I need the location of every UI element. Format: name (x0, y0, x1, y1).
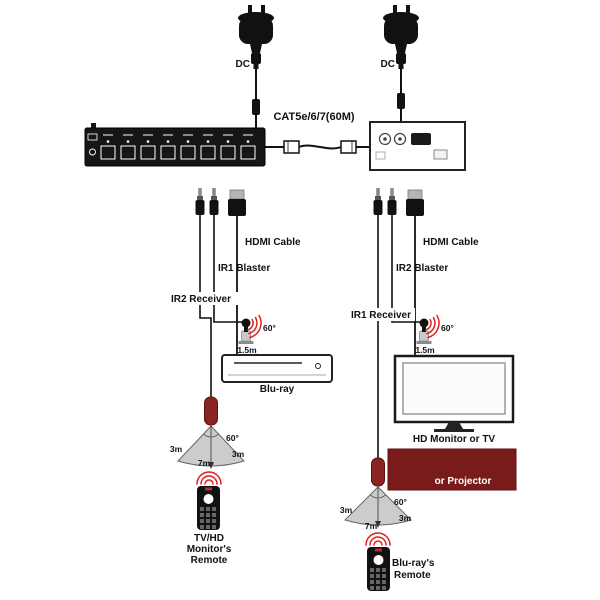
ir-receiver-head-right (371, 457, 385, 487)
blaster-distance-left: 1.5m (237, 345, 257, 355)
remote-right (367, 547, 390, 591)
ir-blaster-plug-right (387, 188, 397, 215)
hdmi-plug-left (228, 189, 246, 216)
label-bg (347, 308, 415, 321)
ir-blaster-wire-left (213, 215, 242, 323)
ir-blaster-wire-right (391, 215, 420, 323)
bluray-label: Blu-ray (260, 384, 295, 395)
ir-receiver-head-left (204, 396, 218, 426)
ir-signal-waves-right (365, 532, 391, 546)
receiver-unit (369, 121, 466, 171)
hdmi-cable-label-right: HDMI Cable (423, 237, 479, 248)
dc-label-left: DC (236, 59, 250, 70)
dc-label-right: DC (381, 59, 395, 70)
remote-left-label-3: Remote (191, 555, 228, 566)
cat-cable (265, 140, 370, 154)
transmitter-unit (84, 123, 266, 167)
cone-left-angle: 60° (226, 433, 239, 443)
ir-receiver-label-left: IR2 Receiver (171, 294, 231, 305)
dc-plug-left (252, 99, 260, 115)
ir-coverage-cone-left (177, 425, 245, 469)
receiver-aux-port (375, 151, 386, 160)
cone-left-range-right: 3m (232, 449, 245, 459)
transmitter-port-row (100, 134, 256, 160)
projector-panel (387, 448, 517, 491)
ir-coverage-cone-right (344, 486, 412, 528)
ir-signal-waves-left (196, 471, 222, 485)
ir-blaster-label-left: IR1 Blaster (218, 263, 270, 274)
blaster-distance-right: 1.5m (415, 345, 435, 355)
receiver-usb-port (433, 149, 448, 160)
remote-left (197, 486, 220, 530)
ir-receiver-wire-left (199, 215, 212, 397)
bluray-player (221, 354, 333, 383)
tv-monitor (393, 354, 515, 432)
cat-cable-label: CAT5e/6/7(60M) (273, 111, 354, 123)
remote-right-buttons (370, 568, 386, 590)
blaster-angle-right: 60° (441, 323, 454, 333)
remote-left-label-2: Monitor's (187, 544, 232, 555)
remote-left-label-1: TV/HD (194, 533, 224, 544)
power-adapter-left (238, 5, 274, 128)
labels: DC DC CAT5e/6/7(60M) HDMI Cable IR1 Blas… (165, 59, 495, 581)
transmitter-aux-port (87, 133, 98, 141)
cone-right-angle: 60° (394, 497, 407, 507)
dc-plug-right (397, 93, 405, 109)
label-bg (165, 292, 238, 305)
cone-right-range-mid: 7m (365, 521, 378, 531)
cone-right-range-right: 3m (399, 513, 412, 523)
cone-left-range-left: 3m (170, 444, 183, 454)
ir-receiver-label-right: IR1 Receiver (351, 310, 411, 321)
cone-left-range-mid: 7m (198, 458, 211, 468)
remote-right-label-2: Remote (394, 570, 431, 581)
ir-blaster-label-right: IR2 Blaster (396, 263, 448, 274)
rj45-connector-right (340, 140, 357, 154)
ir-blaster-emitter-right (416, 314, 440, 344)
remote-left-buttons (200, 507, 216, 529)
receiver-hdmi-port (411, 133, 431, 145)
power-adapter-right (383, 5, 419, 122)
hdmi-plug-right (406, 189, 424, 216)
projector-label: or Projector (435, 476, 492, 487)
cone-right-range-left: 3m (340, 505, 353, 515)
ir-receiver-plug-right (373, 188, 383, 215)
transmitter-usb-port (89, 148, 96, 156)
tv-label: HD Monitor or TV (413, 434, 496, 445)
ir-receiver-plug-left (195, 188, 205, 215)
remote-right-label-1: Blu-ray's (392, 558, 435, 569)
ir-blaster-emitter-left (238, 314, 262, 344)
ir-blaster-plug-left (209, 188, 219, 215)
rj45-connector-left (283, 140, 300, 154)
hdmi-cable-label-left: HDMI Cable (245, 237, 301, 248)
blaster-angle-left: 60° (263, 323, 276, 333)
